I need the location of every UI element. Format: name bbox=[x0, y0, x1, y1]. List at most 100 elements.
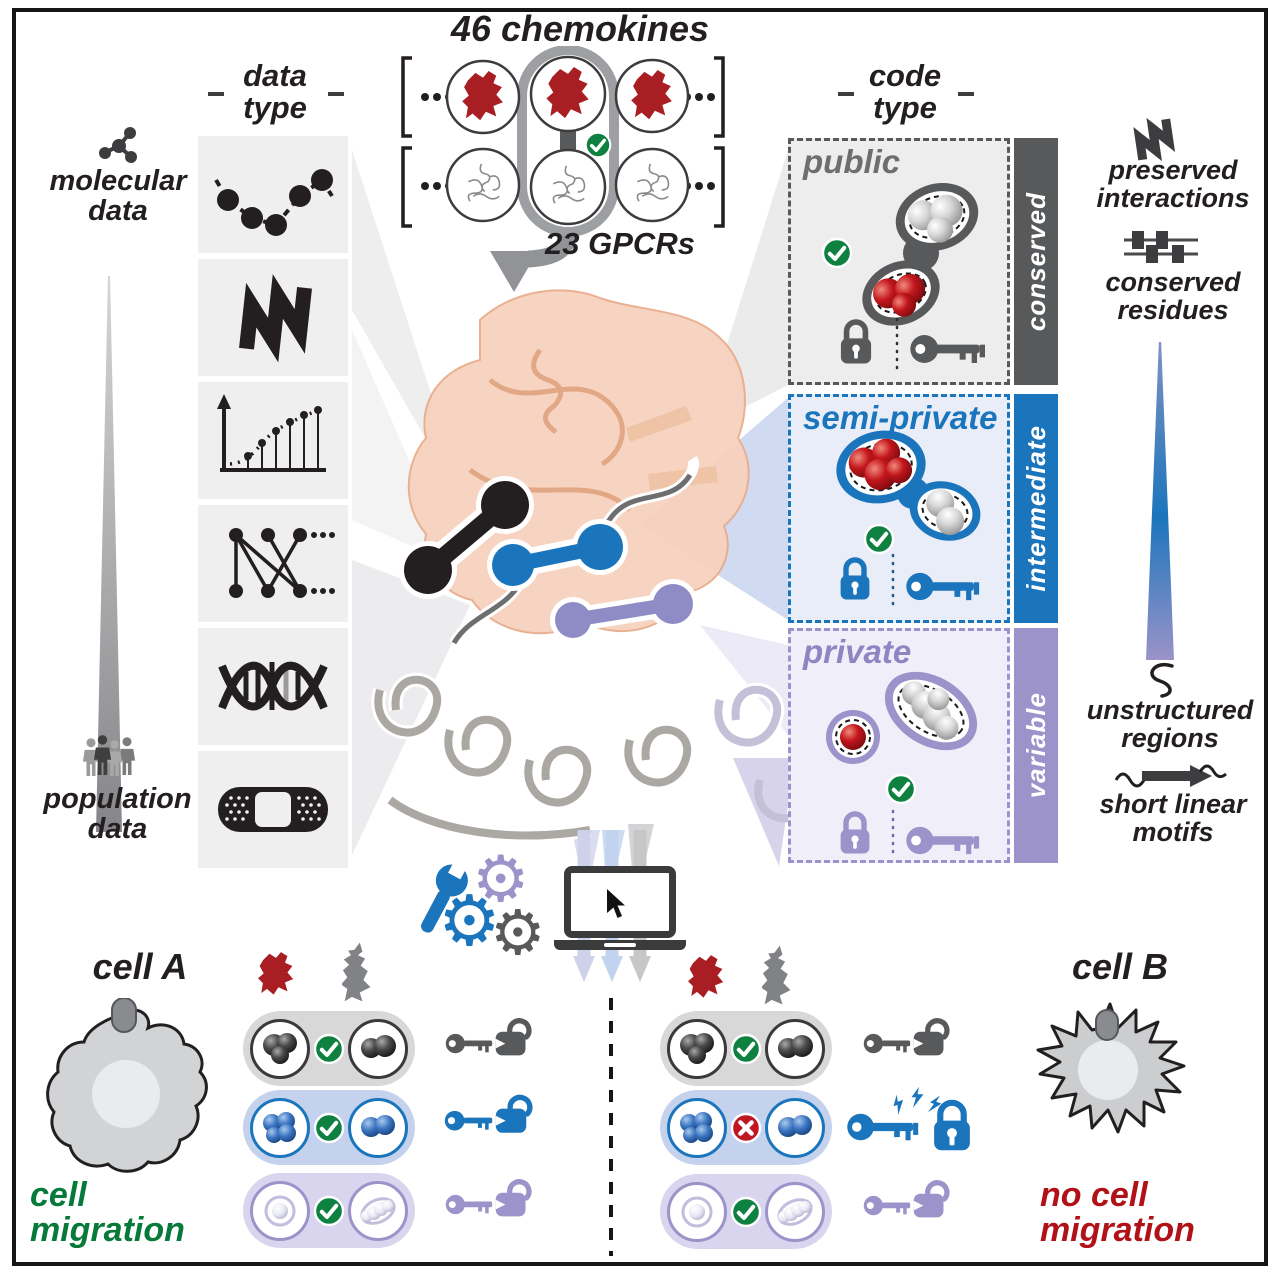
code-box-private: private bbox=[788, 628, 1010, 863]
pair-row-conserved bbox=[243, 1011, 415, 1086]
key-unlocked-icon bbox=[444, 1014, 536, 1064]
gray-residue-cluster bbox=[895, 183, 979, 251]
lock-closed-icon bbox=[930, 1096, 974, 1156]
red-residue-cluster bbox=[862, 260, 940, 326]
figure-border bbox=[12, 8, 1268, 1266]
binding-site-circle bbox=[348, 1018, 408, 1079]
key-unlocked-icon bbox=[443, 1090, 537, 1142]
code-box-semi-private: semi-private bbox=[788, 394, 1010, 623]
data-type-box-network bbox=[198, 505, 348, 622]
alignment-icon bbox=[1124, 231, 1198, 263]
key-icon bbox=[906, 572, 980, 601]
key-icon bbox=[906, 826, 980, 855]
pair-row-intermediate bbox=[243, 1090, 415, 1165]
laptop-icon bbox=[554, 866, 696, 956]
public-box-art bbox=[821, 183, 985, 373]
alpha-helix-icon bbox=[239, 274, 312, 363]
key-icon bbox=[910, 335, 985, 363]
wrench-icon bbox=[421, 862, 470, 933]
conserved-bar: conserved bbox=[1014, 138, 1058, 385]
data-type-box-structure bbox=[198, 259, 348, 376]
check-icon bbox=[313, 1032, 345, 1065]
binding-site-circle bbox=[765, 1097, 825, 1158]
binding-site-circle bbox=[667, 1018, 727, 1079]
bead-chain-icon bbox=[214, 169, 334, 236]
pair-row-variable bbox=[660, 1174, 832, 1249]
title-dash bbox=[838, 92, 854, 96]
chemokine-blob-icon bbox=[258, 952, 294, 995]
binding-site-circle bbox=[250, 1097, 310, 1158]
chemokines-count-label: 46 chemokines bbox=[450, 8, 710, 49]
dose-response-curve-icon bbox=[217, 394, 326, 472]
public-label: public bbox=[803, 143, 901, 180]
lock-icon bbox=[841, 814, 870, 854]
bandage-icon bbox=[218, 787, 328, 832]
data-type-box-pharmacology bbox=[198, 382, 348, 499]
cell-a-shape bbox=[46, 998, 208, 1173]
red-residue-single bbox=[826, 710, 880, 764]
cross-icon bbox=[730, 1112, 762, 1144]
lock-icon bbox=[841, 322, 871, 363]
semi-private-box-art bbox=[836, 430, 981, 607]
variable-bar: variable bbox=[1014, 628, 1058, 863]
key-unlocked-icon bbox=[862, 1014, 954, 1064]
gpcr-count-label: 23 GPCRs bbox=[545, 226, 695, 261]
key-clash-locked-icon bbox=[846, 1086, 976, 1156]
cell-b-shape bbox=[1036, 1002, 1186, 1134]
chemokine-gpcr-pairing-art bbox=[401, 46, 725, 292]
contact-dumbbells bbox=[399, 476, 698, 643]
gpcr-blob-icon bbox=[342, 942, 371, 1002]
key-unlocked-icon bbox=[862, 1176, 954, 1226]
check-icon bbox=[730, 1195, 762, 1228]
cell-a-label: cell A bbox=[92, 946, 188, 987]
private-box-art bbox=[826, 671, 980, 859]
gear-icon: ⚙ bbox=[490, 896, 546, 969]
pair-row-intermediate-mismatch bbox=[660, 1090, 832, 1165]
motif-arrow-icon bbox=[1114, 764, 1227, 788]
binding-site-circle bbox=[765, 1018, 825, 1079]
chemokine-gpcr-complex-art bbox=[371, 289, 814, 843]
check-icon bbox=[584, 131, 612, 159]
pair-row-conserved bbox=[660, 1011, 832, 1086]
check-icon bbox=[313, 1111, 345, 1144]
dna-icon bbox=[218, 661, 328, 711]
title-dash bbox=[958, 92, 974, 96]
binding-site-circle bbox=[348, 1097, 408, 1158]
intermediate-bar: intermediate bbox=[1014, 394, 1058, 623]
molecule-icon bbox=[99, 127, 137, 163]
key-unlocked-icon bbox=[444, 1175, 536, 1225]
private-label: private bbox=[803, 633, 912, 670]
people-icon bbox=[82, 735, 136, 776]
check-icon bbox=[885, 773, 917, 805]
title-dash bbox=[208, 92, 224, 96]
chemokine-structure-circles bbox=[445, 55, 690, 135]
gray-residue-cluster bbox=[884, 671, 978, 751]
check-icon bbox=[313, 1194, 345, 1227]
lock-icon bbox=[841, 560, 870, 600]
red-residue-cluster bbox=[836, 430, 926, 504]
gear-icon: ⚙ bbox=[438, 880, 501, 962]
data-type-box-sequence bbox=[198, 136, 348, 253]
pair-row-variable bbox=[243, 1173, 415, 1248]
squiggle-icon bbox=[1150, 662, 1174, 698]
chemokine-blob-icon bbox=[688, 955, 724, 998]
check-icon bbox=[863, 523, 895, 555]
binding-site-circle bbox=[250, 1018, 310, 1079]
gpcr-blob-icon bbox=[762, 945, 791, 1005]
binding-site-circle bbox=[250, 1180, 310, 1241]
code-box-public: public bbox=[788, 138, 1010, 385]
binding-site-circle bbox=[765, 1181, 825, 1242]
gpcr-structure-circles bbox=[445, 147, 690, 226]
data-type-box-genetics bbox=[198, 628, 348, 745]
divider-dashed-line bbox=[609, 998, 613, 1256]
